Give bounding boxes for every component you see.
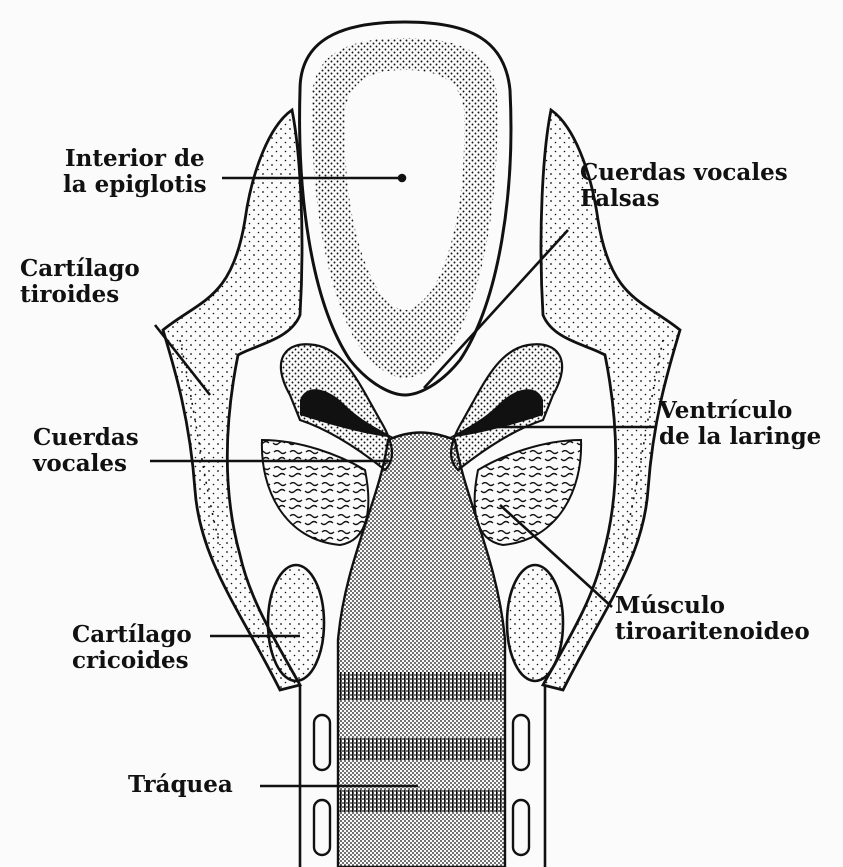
label-cuerdas-falsas: Cuerdas vocales Falsas [580, 160, 788, 212]
leader-epiglotis-dot [397, 173, 407, 183]
epiglottis [298, 20, 513, 397]
leader-tiroides [153, 324, 212, 396]
airway-trachea [336, 431, 507, 867]
label-ventriculo-laringe: Ventrículo de la laringe [659, 398, 821, 450]
label-cuerdas-vocales: Cuerdas vocales [33, 425, 139, 477]
label-line: Tráquea [128, 771, 233, 798]
ventricle-and-folds [279, 343, 564, 472]
label-line: la epiglotis [63, 171, 207, 198]
thyroarytenoid-muscle [260, 438, 583, 547]
thyroid-cartilage [161, 107, 682, 692]
leader-lines [150, 173, 656, 788]
label-line: Ventrículo [659, 397, 793, 424]
label-interior-epiglotis: Interior de la epiglotis [63, 146, 207, 198]
leader-musculo [499, 504, 613, 608]
label-line: Cuerdas [33, 424, 139, 451]
leader-falsas [423, 229, 569, 389]
cricoid-cartilage [266, 563, 565, 683]
label-traquea: Tráquea [128, 772, 233, 798]
label-line: de la laringe [659, 423, 822, 450]
label-line: Cuerdas vocales [580, 159, 788, 186]
label-cartilago-cricoides: Cartílago cricoides [72, 622, 192, 674]
label-line: Cartílago [20, 255, 140, 282]
label-musculo-tiroaritenoideo: Músculo tiroaritenoideo [615, 593, 810, 645]
label-line: tiroaritenoideo [615, 618, 810, 645]
label-line: Cartílago [72, 621, 192, 648]
label-line: vocales [33, 450, 127, 477]
label-line: Músculo [615, 592, 725, 619]
label-cartilago-tiroides: Cartílago tiroides [20, 256, 140, 308]
label-line: tiroides [20, 281, 120, 308]
label-line: Falsas [580, 185, 660, 212]
tracheal-side-rings [298, 685, 547, 867]
label-line: Interior de [64, 145, 205, 172]
label-line: cricoides [72, 647, 189, 674]
